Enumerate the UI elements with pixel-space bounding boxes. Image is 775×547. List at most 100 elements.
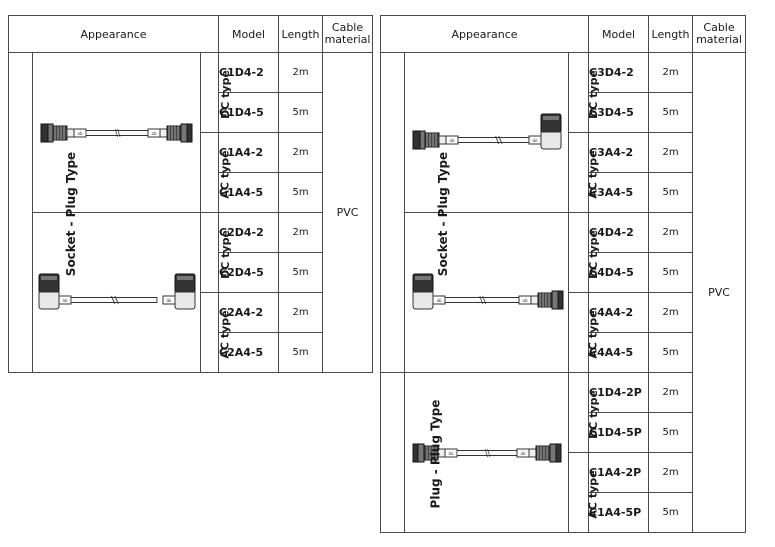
group-label: Plug - Plug Type bbox=[428, 399, 443, 509]
straight-socket-straight-plug-cable-icon bbox=[40, 123, 192, 142]
type-label-cell: DC type bbox=[199, 212, 232, 293]
cable-material-header: Cable material bbox=[692, 15, 747, 53]
table-row: DC type C2D4-2 2m bbox=[9, 212, 373, 373]
type-label-cell: DC type bbox=[567, 52, 600, 133]
material-cell: PVC bbox=[692, 52, 747, 533]
length-cell: 2m bbox=[278, 52, 324, 93]
group-label: Socket - Plug Type bbox=[64, 151, 79, 277]
appearance-header: Appearance bbox=[7, 15, 220, 53]
type-label: AC type bbox=[218, 150, 232, 199]
right-header-row: Appearance Model Length Cable material bbox=[379, 15, 747, 53]
length-cell: 2m bbox=[648, 452, 694, 493]
table-row: AC type C3A4-2 2m bbox=[381, 132, 746, 213]
table-row: C1D4-5 5m bbox=[9, 92, 373, 133]
table-row: C4D4-5 5m bbox=[381, 252, 746, 293]
type-label: DC type bbox=[586, 230, 600, 279]
model-cell: C1A4-5P bbox=[588, 492, 650, 533]
angled-socket-angled-plug-cable-icon bbox=[38, 273, 195, 309]
angled-socket-straight-plug-cable-icon bbox=[412, 273, 563, 309]
type-label-cell: DC type bbox=[567, 372, 600, 453]
length-cell: 5m bbox=[278, 92, 324, 133]
table-row: Socket - Plug Type DC type C3D4-2 2m PVC bbox=[380, 52, 747, 533]
length-cell: 5m bbox=[648, 92, 694, 133]
table-row: Socket - Plug Type DC type C1D4-2 2m PVC bbox=[8, 52, 374, 373]
group-label: Socket - Plug Type bbox=[436, 151, 451, 277]
model-cell: C4A4-2 bbox=[588, 292, 650, 333]
right-spec-table: Appearance Model Length Cable material S… bbox=[379, 15, 747, 533]
group-label-cell: Socket - Plug Type bbox=[380, 52, 450, 373]
type-label-cell: AC type bbox=[199, 292, 232, 373]
length-cell: 2m bbox=[648, 372, 694, 413]
cable-material-line2: material bbox=[324, 33, 371, 46]
length-header: Length bbox=[648, 15, 694, 53]
material-cell: PVC bbox=[322, 52, 374, 373]
model-cell: C4D4-5 bbox=[588, 252, 650, 293]
table-row: AC type C2A4-2 2m bbox=[9, 292, 373, 373]
length-cell: 2m bbox=[648, 52, 694, 93]
cable-material-line1: Cable bbox=[331, 21, 364, 34]
type-label: DC type bbox=[586, 390, 600, 439]
length-cell: 2m bbox=[278, 212, 324, 253]
type-label-cell: AC type bbox=[199, 132, 232, 213]
left-spec-table: Appearance Model Length Cable material S… bbox=[7, 15, 374, 373]
length-header: Length bbox=[278, 15, 324, 53]
model-cell: C3A4-5 bbox=[588, 172, 650, 213]
length-cell: 5m bbox=[648, 172, 694, 213]
length-cell: 5m bbox=[278, 332, 324, 373]
type-label-cell: AC type bbox=[567, 132, 600, 213]
table-row: Plug - Plug Type DC type C1D4-2P 2m bbox=[380, 372, 746, 533]
length-cell: 5m bbox=[648, 492, 694, 533]
type-label: DC type bbox=[218, 70, 232, 119]
model-cell: C2A4-2 bbox=[218, 292, 280, 333]
model-header: Model bbox=[218, 15, 280, 53]
appearance-header: Appearance bbox=[379, 15, 590, 53]
table-row: C1D4-5P 5m bbox=[381, 412, 746, 453]
cable-material-line1: Cable bbox=[703, 21, 735, 34]
length-cell: 2m bbox=[648, 132, 694, 173]
table-row: C3D4-5 5m bbox=[381, 92, 746, 133]
type-label: AC type bbox=[586, 310, 600, 359]
model-cell: C1A4-2P bbox=[588, 452, 650, 493]
straight-socket-angled-plug-cable-icon bbox=[412, 113, 561, 149]
model-cell: C1D4-5 bbox=[218, 92, 280, 133]
length-cell: 2m bbox=[278, 132, 324, 173]
type-label-cell: AC type bbox=[567, 292, 600, 373]
length-cell: 5m bbox=[278, 172, 324, 213]
type-label: DC type bbox=[218, 230, 232, 279]
type-label-cell: DC type bbox=[199, 52, 232, 133]
model-cell: C2A4-5 bbox=[218, 332, 280, 373]
table-row: AC type C1A4-2 2m bbox=[9, 132, 373, 213]
cable-material-line2: material bbox=[696, 33, 742, 46]
length-cell: 5m bbox=[648, 332, 694, 373]
type-label: AC type bbox=[586, 470, 600, 519]
model-cell: C3D4-2 bbox=[588, 52, 650, 93]
length-cell: 2m bbox=[278, 292, 324, 333]
left-header-row: Appearance Model Length Cable material bbox=[7, 15, 374, 53]
table-row: C1A4-5P 5m bbox=[381, 492, 746, 533]
length-cell: 5m bbox=[648, 412, 694, 453]
model-cell: C1A4-5 bbox=[218, 172, 280, 213]
table-row: C2A4-5 5m bbox=[9, 332, 373, 373]
group-label-cell: Plug - Plug Type bbox=[380, 372, 442, 533]
type-label-cell: AC type bbox=[567, 452, 600, 533]
length-cell: 2m bbox=[648, 292, 694, 333]
cable-illustration-cell bbox=[32, 212, 201, 373]
cable-illustration-cell bbox=[404, 372, 569, 533]
cable-illustration-cell bbox=[404, 52, 569, 213]
length-cell: 5m bbox=[278, 252, 324, 293]
type-label: AC type bbox=[218, 310, 232, 359]
model-cell: C3A4-2 bbox=[588, 132, 650, 173]
type-label: DC type bbox=[586, 70, 600, 119]
length-cell: 5m bbox=[648, 252, 694, 293]
length-cell: 2m bbox=[648, 212, 694, 253]
cable-illustration-cell bbox=[32, 52, 201, 213]
table-row: C3A4-5 5m bbox=[381, 172, 746, 213]
type-label: AC type bbox=[586, 150, 600, 199]
group-label-cell: Socket - Plug Type bbox=[8, 52, 78, 373]
table-row: DC type C4D4-2 2m bbox=[381, 212, 746, 373]
model-header: Model bbox=[588, 15, 650, 53]
model-cell: C1D4-2 bbox=[218, 52, 280, 93]
type-label-cell: DC type bbox=[567, 212, 600, 293]
cable-material-header: Cable material bbox=[322, 15, 374, 53]
table-row: AC type C1A4-2P 2m bbox=[381, 452, 746, 533]
